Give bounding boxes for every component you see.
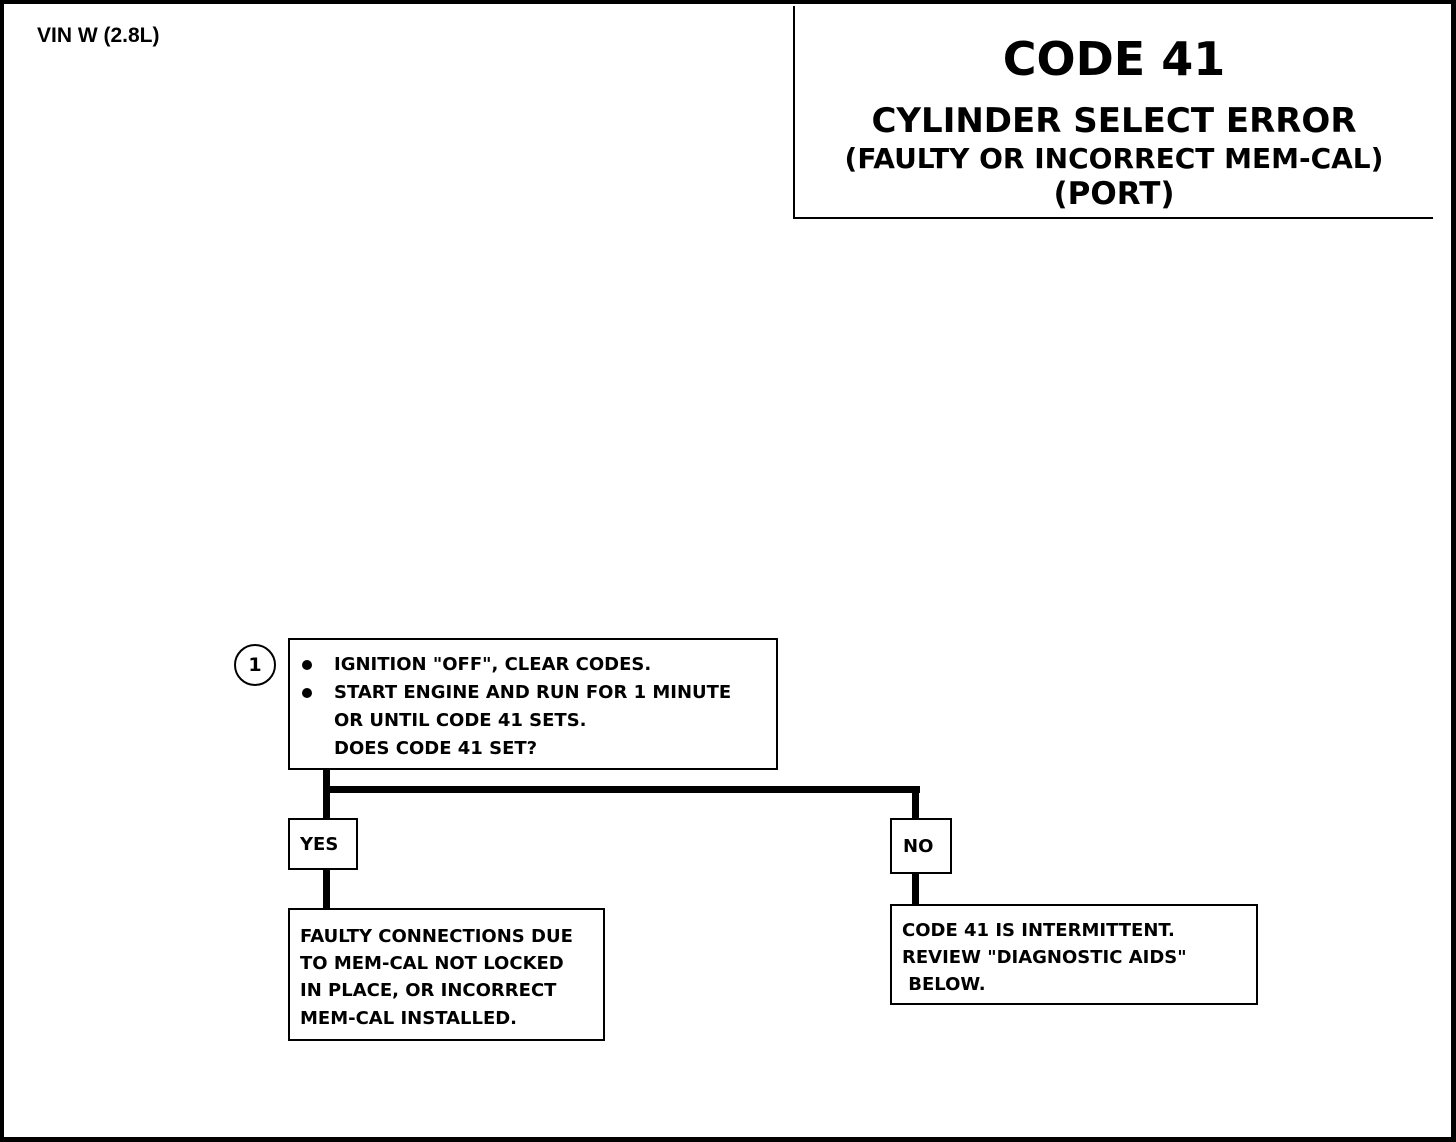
vin-label: VIN W (2.8L) xyxy=(37,24,160,47)
bullet-icon xyxy=(302,688,312,698)
title-line-2: (FAULTY OR INCORRECT MEM-CAL) xyxy=(844,142,1384,175)
step-1-question: DOES CODE 41 SET? xyxy=(334,738,538,759)
yes-result-line-3: IN PLACE, OR INCORRECT xyxy=(300,980,557,1001)
step-1-continuation: OR UNTIL CODE 41 SETS. xyxy=(334,710,587,731)
yes-result-line-2: TO MEM-CAL NOT LOCKED xyxy=(300,953,564,974)
yes-branch-label: YES xyxy=(288,818,358,870)
yes-result-line-1: FAULTY CONNECTIONS DUE xyxy=(300,926,573,947)
no-result-line-3: BELOW. xyxy=(902,974,986,995)
connector-line xyxy=(323,786,920,793)
step-number-circle: 1 xyxy=(234,644,276,686)
title-line-3: (PORT) xyxy=(1053,176,1175,212)
connector-line xyxy=(912,786,919,818)
bullet-icon xyxy=(302,660,312,670)
connector-line xyxy=(323,870,330,908)
yes-result-box: FAULTY CONNECTIONS DUE TO MEM-CAL NOT LO… xyxy=(288,908,605,1041)
no-result-line-1: CODE 41 IS INTERMITTENT. xyxy=(902,920,1175,941)
step-1-bullet-1: IGNITION "OFF", CLEAR CODES. xyxy=(334,654,652,675)
step-1-bullet-2: START ENGINE AND RUN FOR 1 MINUTE xyxy=(334,682,732,703)
connector-line xyxy=(912,874,919,904)
step-1-box: IGNITION "OFF", CLEAR CODES. START ENGIN… xyxy=(288,638,778,770)
connector-line xyxy=(323,770,330,818)
title-block: CODE 41 CYLINDER SELECT ERROR (FAULTY OR… xyxy=(793,6,1433,219)
no-result-line-2: REVIEW "DIAGNOSTIC AIDS" xyxy=(902,947,1187,968)
no-branch-label: NO xyxy=(890,818,952,874)
title-line-1: CYLINDER SELECT ERROR xyxy=(871,101,1357,141)
no-result-box: CODE 41 IS INTERMITTENT. REVIEW "DIAGNOS… xyxy=(890,904,1258,1005)
code-title: CODE 41 xyxy=(1002,32,1226,86)
yes-result-line-4: MEM-CAL INSTALLED. xyxy=(300,1008,518,1029)
